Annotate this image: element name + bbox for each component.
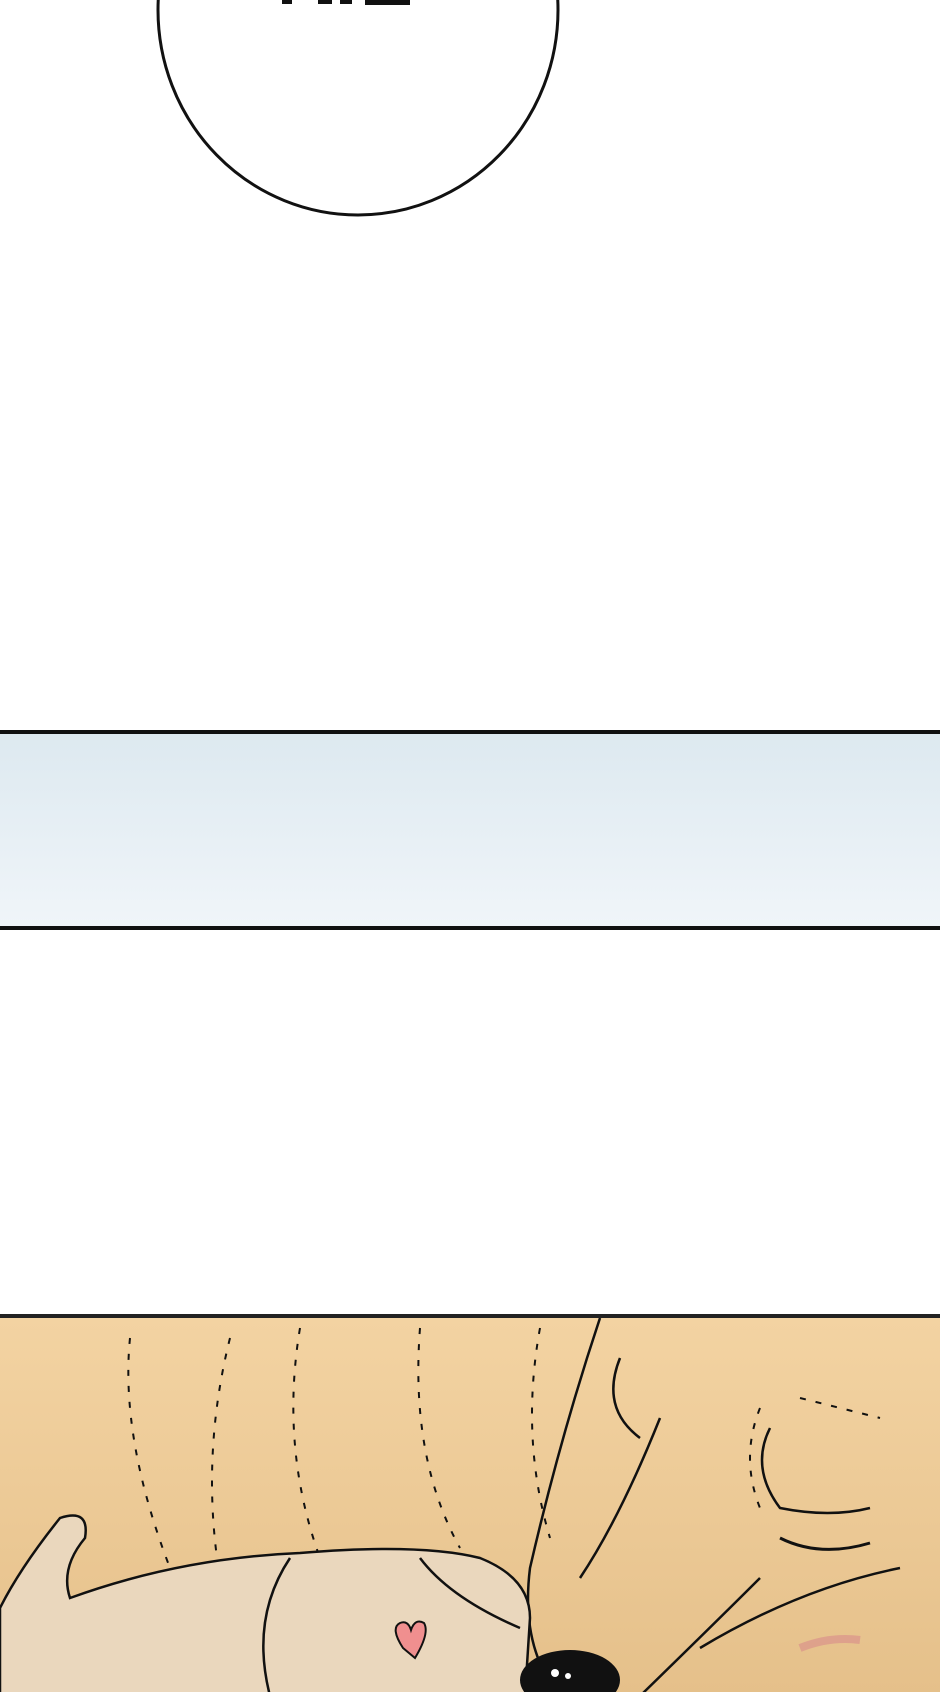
sleeping-dogs-panel xyxy=(0,1314,940,1692)
heart-icon xyxy=(394,1620,427,1660)
speech-bubble xyxy=(156,0,560,217)
blush xyxy=(798,1635,861,1652)
puppy xyxy=(0,1514,532,1692)
big-dog-head xyxy=(526,1318,901,1692)
dogs-illustration xyxy=(0,1318,940,1692)
sky-panel xyxy=(0,730,940,930)
bubble-lettering-cropped xyxy=(282,0,410,5)
dog-nose xyxy=(520,1650,620,1692)
